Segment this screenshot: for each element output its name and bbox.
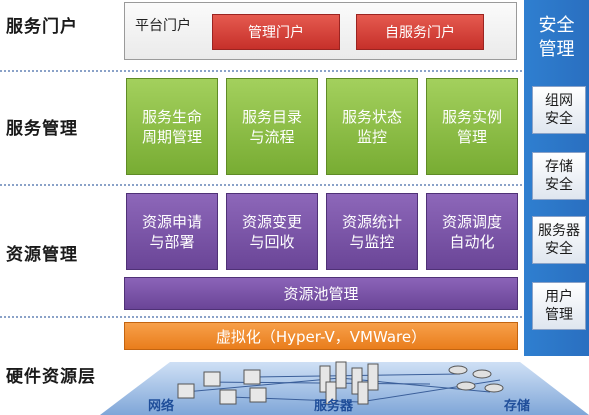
hardware-illustration: 网络 服务器 存储 [100, 361, 589, 415]
box-line: 与回收 [249, 232, 295, 251]
self-service-portal-button[interactable]: 自服务门户 [356, 14, 484, 50]
sec-line: 管理 [545, 307, 573, 323]
box-line: 周期管理 [141, 127, 202, 146]
resource-change-box[interactable]: 资源变更与回收 [226, 193, 318, 270]
layer-label-hardware: 硬件资源层 [6, 367, 96, 387]
box-line: 与流程 [249, 127, 295, 146]
layer-label-portal: 服务门户 [6, 17, 78, 37]
sec-line: 存储 [545, 159, 573, 175]
security-title-line: 管理 [538, 39, 575, 60]
resource-scheduling-box[interactable]: 资源调度自动化 [426, 193, 518, 270]
virtualization-bar[interactable]: 虚拟化（Hyper-V，VMWare） [124, 322, 518, 350]
resource-request-box[interactable]: 资源申请与部署 [126, 193, 218, 270]
network-switch-icon [177, 369, 267, 405]
storage-security-item[interactable]: 存储安全 [532, 152, 586, 200]
security-title: 安全 管理 [524, 14, 589, 62]
box-line: 与部署 [149, 232, 195, 251]
box-line: 管理 [456, 127, 487, 146]
user-management-item[interactable]: 用户管理 [532, 282, 586, 330]
layer-divider [0, 184, 522, 186]
network-links [184, 373, 501, 403]
management-portal-button[interactable]: 管理门户 [212, 14, 340, 50]
box-line: 资源统计 [341, 212, 402, 231]
server-security-item[interactable]: 服务器安全 [532, 216, 586, 264]
box-line: 自动化 [449, 232, 495, 251]
resource-pool-bar[interactable]: 资源池管理 [124, 277, 518, 310]
network-label: 网络 [148, 398, 174, 414]
storage-label: 存储 [504, 398, 530, 414]
server-label: 服务器 [314, 398, 354, 414]
box-line: 资源申请 [141, 212, 202, 231]
server-rack-icon [319, 361, 379, 405]
service-catalog-box[interactable]: 服务目录与流程 [226, 78, 318, 175]
layer-label-resource: 资源管理 [6, 245, 78, 265]
box-line: 资源调度 [441, 212, 502, 231]
sec-line: 安全 [545, 241, 573, 257]
service-instance-box[interactable]: 服务实例管理 [426, 78, 518, 175]
layer-divider [0, 316, 522, 318]
sec-line: 服务器 [538, 223, 580, 239]
box-line: 资源变更 [241, 212, 302, 231]
box-line: 服务生命 [141, 107, 202, 126]
layer-divider [0, 70, 522, 72]
box-line: 监控 [356, 127, 387, 146]
sec-line: 用户 [545, 289, 573, 305]
box-line: 服务实例 [441, 107, 502, 126]
box-line: 服务状态 [341, 107, 402, 126]
layer-label-service: 服务管理 [6, 119, 78, 139]
platform-portal-label: 平台门户 [135, 18, 191, 34]
portal-container: 平台门户 管理门户 自服务门户 [124, 2, 517, 60]
sec-line: 安全 [545, 177, 573, 193]
resource-statistics-box[interactable]: 资源统计与监控 [326, 193, 418, 270]
storage-disk-icon [448, 365, 504, 393]
box-line: 服务目录 [241, 107, 302, 126]
service-status-box[interactable]: 服务状态监控 [326, 78, 418, 175]
box-line: 与监控 [349, 232, 395, 251]
network-security-item[interactable]: 组网安全 [532, 86, 586, 134]
sec-line: 安全 [545, 111, 573, 127]
service-lifecycle-box[interactable]: 服务生命周期管理 [126, 78, 218, 175]
security-title-line: 安全 [538, 15, 575, 36]
sec-line: 组网 [545, 93, 573, 109]
